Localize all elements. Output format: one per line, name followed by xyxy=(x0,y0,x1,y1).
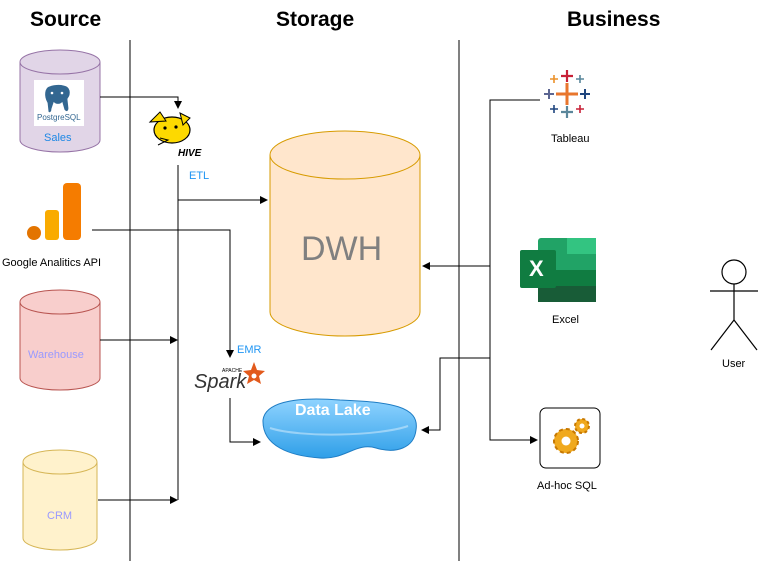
data-lake-label: Data Lake xyxy=(295,402,371,419)
dwh-label: DWH xyxy=(301,230,383,268)
user-label: User xyxy=(722,358,746,370)
excel-logo-letter: X xyxy=(529,256,544,281)
tableau-logo xyxy=(544,70,590,118)
hive-logo xyxy=(148,111,191,146)
google-analytics-label: Google Analitics API xyxy=(2,257,102,269)
connector-spark-lake xyxy=(229,398,261,446)
user-icon xyxy=(710,259,758,351)
connector-tableau-bus xyxy=(489,99,540,444)
postgresql-logo-text: PostgreSQL xyxy=(37,113,81,122)
emr-label: EMR xyxy=(237,344,262,356)
header-storage: Storage xyxy=(276,8,355,31)
adhoc-sql-icon xyxy=(539,407,601,469)
etl-label: ETL xyxy=(189,170,210,182)
tableau-label: Tableau xyxy=(551,133,590,145)
header-business: Business xyxy=(567,8,661,31)
excel-logo xyxy=(520,238,596,302)
postgresql-logo xyxy=(34,80,84,126)
connector-sales-hive xyxy=(100,96,182,109)
excel-label: Excel xyxy=(552,314,579,326)
warehouse-cylinder xyxy=(19,289,101,391)
spark-logo-text: Spark xyxy=(194,371,247,393)
crm-cylinder xyxy=(22,449,98,551)
spark-logo-small-text: APACHE xyxy=(222,368,243,374)
spark-logo xyxy=(243,362,265,384)
header-source: Source xyxy=(30,8,102,31)
hive-logo-text: HIVE xyxy=(178,148,202,159)
dwh-cylinder xyxy=(269,130,421,337)
google-analytics-logo xyxy=(27,183,81,240)
crm-label: CRM xyxy=(47,510,73,522)
data-lake-shape xyxy=(262,398,417,459)
adhoc-sql-label: Ad-hoc SQL xyxy=(537,480,597,492)
warehouse-label: Warehouse xyxy=(28,349,84,361)
sales-label: Sales xyxy=(44,132,72,144)
connector-bus-lake xyxy=(421,357,490,434)
connector-ga-emr xyxy=(92,229,234,358)
